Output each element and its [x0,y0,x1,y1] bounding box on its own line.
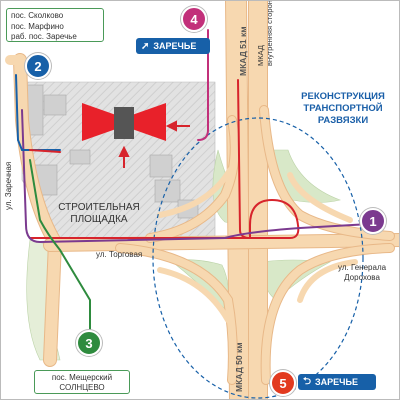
street-generala-label: ул. Генерала Дорохова [338,263,387,282]
route-red [29,79,300,239]
street-torgovaya-label: ул. Торговая [96,250,143,259]
route-green [29,159,91,341]
u-turn-arrow-icon: ⮌ [303,375,312,387]
arrows [118,120,190,168]
direction-sign-bottom: ⮌ ЗАРЕЧЬЕ [298,374,376,390]
marker-1: 1 [360,208,386,234]
direction-sign-top: ➚ ЗАРЕЧЬЕ [136,38,210,54]
arrow-up-right-icon: ➚ [141,40,150,52]
marker-5: 5 [270,370,296,396]
route-magenta [197,29,209,141]
destination-box-north: пос. Сколково пос. Марфино раб. пос. Зар… [6,8,104,42]
destination-zarechye: раб. пос. Заречье [11,32,77,41]
marker-4: 4 [181,6,207,32]
crane-icon [82,103,166,141]
construction-site-label: СТРОИТЕЛЬНАЯ ПЛОЩАДКА [58,202,140,225]
routes [15,29,371,341]
destination-solntsevo: СОЛНЦЕВО [59,383,105,392]
reconstruction-label: РЕКОНСТРУКЦИЯ ТРАНСПОРТНОЙ РАЗВЯЗКИ [301,91,385,126]
destination-meshchersky: пос. Мещерский [51,373,113,382]
reconstruction-zone [152,117,364,399]
destination-marfino: пос. Марфино [11,21,64,31]
destination-skolkovo: пос. Сколково [11,11,64,20]
marker-3: 3 [76,330,102,356]
marker-2: 2 [25,53,51,79]
destination-box-south: пос. Мещерский СОЛНЦЕВО [34,370,130,394]
route-purple [21,109,371,244]
